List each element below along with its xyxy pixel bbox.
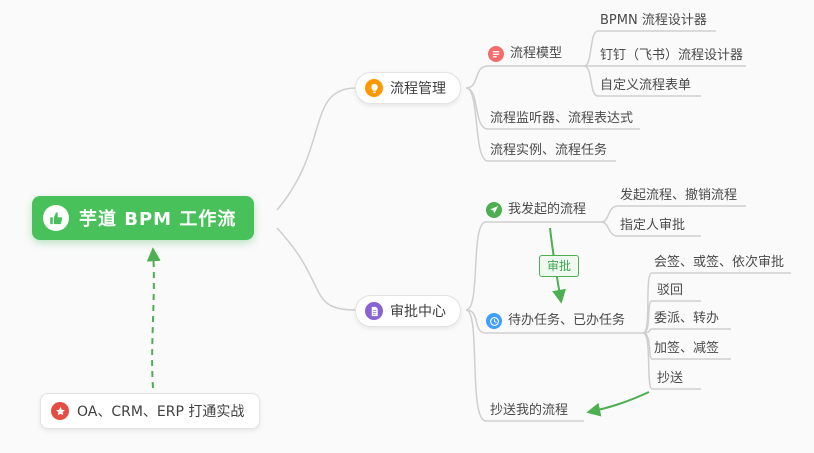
- node-approval-center[interactable]: 审批中心: [355, 295, 461, 327]
- node-dingtalk-feishu-designer[interactable]: 钉钉（飞书）流程设计器: [600, 47, 743, 65]
- approval-arrow-badge[interactable]: 审批: [539, 255, 580, 277]
- node-my-initiated-process[interactable]: 我发起的流程: [486, 201, 586, 219]
- node-custom-process-form[interactable]: 自定义流程表单: [600, 77, 691, 95]
- node-add-reduce-sign[interactable]: 加签、减签: [654, 340, 719, 358]
- node-reject-label: 驳回: [657, 283, 684, 298]
- node-my-initiated-process-label: 我发起的流程: [508, 202, 587, 217]
- note-to-root-arrow: [146, 247, 161, 389]
- node-approval-center-label: 审批中心: [390, 304, 446, 320]
- node-bpmn-designer-label: BPMN 流程设计器: [600, 13, 707, 28]
- node-add-reduce-sign-label: 加签、减签: [654, 341, 720, 356]
- note-node-oa-crm-erp[interactable]: OA、CRM、ERP 打通实战: [40, 393, 261, 429]
- thumbs-up-icon: [43, 205, 69, 231]
- node-countersign-or-sequential-label: 会签、或签、依次审批: [654, 255, 785, 270]
- node-todo-done-tasks[interactable]: 待办任务、已办任务: [486, 312, 625, 330]
- root-node[interactable]: 芋道 BPM 工作流: [32, 196, 255, 240]
- node-process-listener-expression[interactable]: 流程监听器、流程表达式: [490, 110, 633, 128]
- node-process-instance-task[interactable]: 流程实例、流程任务: [490, 142, 607, 160]
- node-delegate-transfer-label: 委派、转办: [654, 311, 720, 326]
- lightbulb-icon: [365, 79, 383, 97]
- node-dingtalk-feishu-designer-label: 钉钉（飞书）流程设计器: [600, 48, 744, 63]
- node-process-management[interactable]: 流程管理: [355, 72, 461, 104]
- node-cc-my-process-label: 抄送我的流程: [490, 403, 569, 418]
- node-reject[interactable]: 驳回: [657, 282, 683, 300]
- note-label: OA、CRM、ERP 打通实战: [77, 404, 245, 420]
- clock-icon: [486, 313, 502, 329]
- node-initiate-revoke-process-label: 发起流程、撤销流程: [620, 188, 738, 203]
- document-icon: [365, 302, 383, 320]
- node-delegate-transfer[interactable]: 委派、转办: [654, 310, 719, 328]
- node-custom-process-form-label: 自定义流程表单: [600, 78, 692, 93]
- node-process-instance-task-label: 流程实例、流程任务: [490, 143, 608, 158]
- send-icon: [486, 202, 502, 218]
- node-bpmn-designer[interactable]: BPMN 流程设计器: [600, 12, 707, 30]
- star-icon: [51, 402, 69, 420]
- node-cc-my-process[interactable]: 抄送我的流程: [490, 402, 568, 420]
- node-carbon-copy-label: 抄送: [657, 371, 684, 386]
- node-process-model[interactable]: 流程模型: [488, 45, 562, 63]
- node-process-management-label: 流程管理: [390, 81, 446, 97]
- form-lines-icon: [488, 46, 504, 62]
- gray-branch-connectors: [276, 30, 791, 422]
- node-countersign-or-sequential[interactable]: 会签、或签、依次审批: [654, 254, 784, 272]
- node-carbon-copy[interactable]: 抄送: [657, 370, 683, 388]
- node-todo-done-tasks-label: 待办任务、已办任务: [508, 313, 626, 328]
- root-label: 芋道 BPM 工作流: [79, 209, 237, 230]
- cc-to-ccmyprocess-arrow: [586, 391, 650, 417]
- node-designated-person-approval[interactable]: 指定人审批: [620, 217, 685, 235]
- node-process-model-label: 流程模型: [510, 46, 563, 61]
- node-designated-person-approval-label: 指定人审批: [620, 218, 686, 233]
- node-process-listener-expression-label: 流程监听器、流程表达式: [490, 111, 634, 126]
- node-initiate-revoke-process[interactable]: 发起流程、撤销流程: [620, 187, 737, 205]
